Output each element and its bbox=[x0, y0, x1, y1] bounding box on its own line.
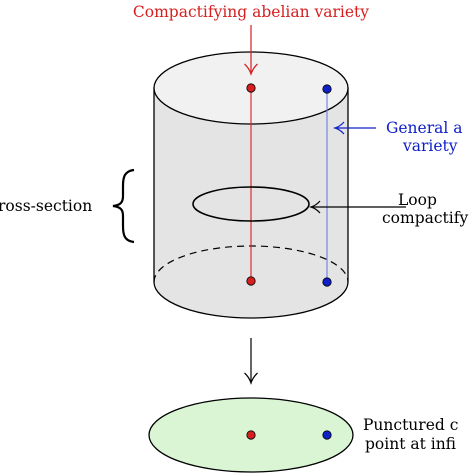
cross-section-label: ross-section bbox=[0, 197, 92, 215]
top-label: Compactifying abelian variety bbox=[133, 3, 369, 21]
general-label-line1: General a bbox=[386, 119, 463, 137]
disc-red-dot bbox=[246, 430, 256, 440]
projection-arrow-head bbox=[244, 372, 258, 385]
red-arrow-head bbox=[244, 63, 258, 76]
red-dot-bottom bbox=[246, 276, 256, 286]
loop-label-line1: Loop bbox=[398, 191, 437, 209]
cross-section-brace bbox=[112, 168, 135, 244]
loop-arrow-head bbox=[308, 200, 321, 214]
disc-blue-dot bbox=[322, 430, 332, 440]
blue-dot-top bbox=[322, 84, 332, 94]
red-dot-top bbox=[246, 83, 256, 93]
blue-dot-bottom bbox=[322, 277, 332, 287]
loop-ellipse bbox=[192, 186, 310, 222]
general-label-line2: variety bbox=[402, 137, 458, 155]
blue-arrow-head bbox=[332, 121, 345, 135]
loop-label-line2: compactify bbox=[382, 209, 468, 227]
punctured-label-line1: Punctured c bbox=[363, 416, 458, 434]
punctured-label-line2: point at infi bbox=[365, 435, 456, 453]
